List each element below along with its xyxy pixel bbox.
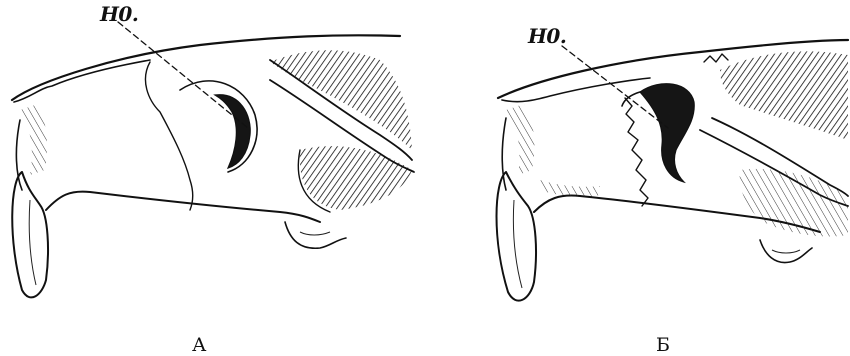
panel-a-label: А xyxy=(192,336,206,355)
panel-a-callout: Н0. xyxy=(100,4,138,24)
panel-b-label: Б xyxy=(656,336,670,355)
panel-a-drawing xyxy=(12,22,414,297)
panel-b-callout: Н0. xyxy=(528,26,566,46)
panel-b-drawing xyxy=(497,40,849,301)
